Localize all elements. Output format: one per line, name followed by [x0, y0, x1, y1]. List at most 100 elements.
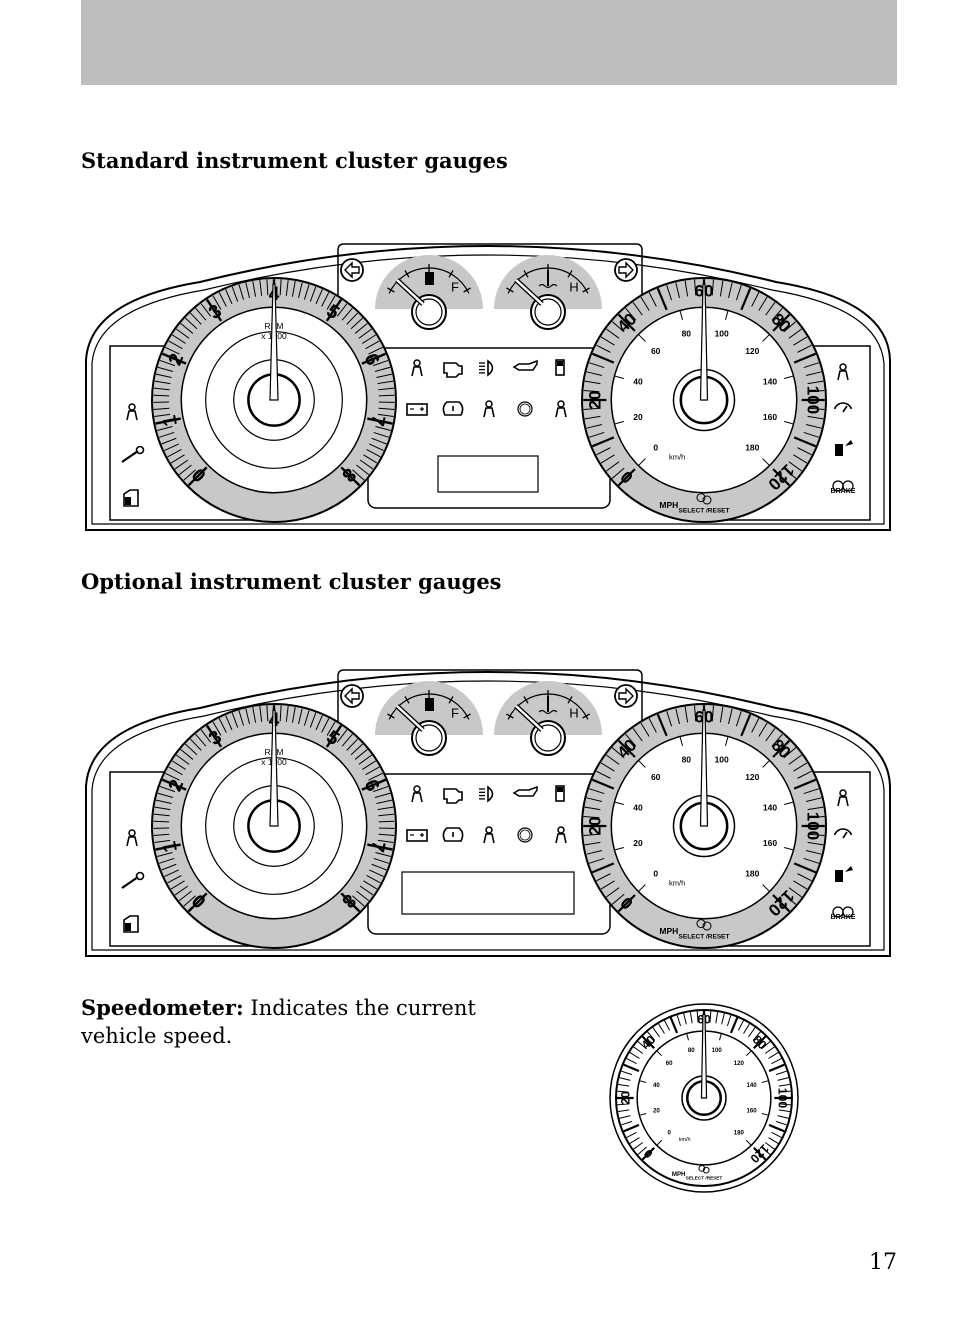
tick-mark	[189, 738, 202, 751]
tick-mark	[372, 785, 389, 793]
kmh-label: km/h	[669, 878, 685, 887]
select-reset-icon	[696, 493, 706, 503]
tick-mark	[638, 334, 646, 342]
tick-mark	[161, 352, 187, 365]
tick-mark	[771, 1131, 782, 1138]
tick-mark	[285, 705, 289, 722]
select-reset-icon-b	[702, 1166, 710, 1174]
oil-pressure-icon	[512, 359, 538, 371]
left-turn-signal-icon-arrow	[344, 687, 360, 705]
tick-mark	[375, 426, 391, 431]
tick-mark	[788, 754, 803, 765]
seatbelt-icon	[555, 826, 567, 844]
tick-mark	[350, 743, 364, 756]
tick-mark	[195, 307, 207, 321]
tick-mark	[745, 1139, 752, 1146]
tick-mark	[793, 336, 808, 346]
tick-mark	[231, 712, 239, 728]
kmh-tick-label: 60	[666, 1060, 673, 1067]
tick-mark	[350, 317, 364, 330]
kmh-tick-label: 180	[734, 1129, 745, 1136]
tick-mark	[719, 280, 724, 297]
tick-mark	[167, 875, 182, 884]
tick-mark	[378, 833, 395, 836]
tick-mark	[291, 281, 296, 297]
tick-mark	[775, 1120, 788, 1126]
tick-mark	[584, 380, 601, 385]
tick-mark	[772, 894, 791, 913]
tick-mark	[783, 467, 797, 479]
tick-mark	[356, 464, 370, 476]
mph-tick-label: 20	[618, 1091, 632, 1105]
tick-mark	[359, 885, 374, 896]
tick-mark	[656, 1139, 663, 1146]
tick-mark	[605, 887, 620, 898]
tick-mark	[588, 362, 605, 369]
tick-mark	[523, 696, 529, 704]
tick-mark	[761, 1041, 771, 1050]
tick-mark	[803, 362, 820, 369]
tick-mark	[291, 707, 296, 723]
tick-mark	[167, 449, 182, 458]
door-ajar-icon	[123, 915, 139, 933]
tick-mark	[637, 1041, 647, 1050]
wrench-icon	[121, 445, 145, 463]
tick-mark	[626, 1131, 637, 1138]
tick-mark	[808, 390, 825, 393]
tick-mark	[583, 816, 600, 819]
tick-mark	[367, 843, 393, 851]
tick-mark	[159, 785, 176, 793]
message-center-display	[401, 871, 575, 915]
tick-mark	[617, 1083, 630, 1087]
kmh-tick-label: 140	[763, 377, 777, 387]
tick-mark	[633, 1142, 644, 1150]
tick-mark	[266, 279, 269, 296]
tick-mark	[735, 284, 742, 301]
tick-mark	[155, 373, 172, 379]
kmh-tick-label: 80	[682, 328, 692, 338]
temp-gauge-hub-inner	[534, 724, 562, 752]
tick-mark	[583, 407, 600, 410]
tick-mark	[638, 884, 646, 892]
tick-mark	[158, 431, 175, 438]
tick-mark	[758, 296, 768, 311]
tick-mark	[611, 321, 625, 333]
tick-mark	[178, 890, 192, 902]
tick-mark	[375, 852, 391, 857]
tick-mark	[803, 788, 820, 795]
tick-mark	[218, 718, 227, 733]
tick-mark	[617, 1109, 630, 1113]
tick-mark	[709, 1011, 712, 1023]
heading-standard: Standard instrument cluster gauges	[81, 148, 508, 173]
tick-mark	[325, 298, 343, 322]
kmh-tick-label: 140	[746, 1082, 757, 1089]
tick-mark	[588, 431, 605, 438]
door-ajar-icon	[123, 489, 139, 507]
tick-mark	[669, 1017, 679, 1034]
tach-tick-label: 7	[366, 839, 389, 853]
tick-mark	[751, 292, 760, 307]
tick-mark	[252, 281, 257, 297]
tick-mark	[784, 375, 794, 380]
tick-mark	[658, 1023, 665, 1034]
kmh-tick-label: 100	[715, 328, 729, 338]
tick-mark	[153, 820, 170, 823]
tick-mark	[404, 696, 410, 704]
battery-icon	[406, 403, 428, 416]
tick-mark	[336, 729, 348, 743]
tick-mark	[367, 417, 393, 425]
tick-mark	[679, 736, 684, 746]
select-reset-icon-b	[702, 495, 712, 505]
tick-mark	[582, 287, 590, 293]
tick-mark	[200, 303, 212, 317]
tick-mark	[378, 813, 395, 817]
temp-gauge-hub-inner	[534, 298, 562, 326]
tick-mark	[596, 873, 611, 882]
tick-mark	[362, 760, 376, 770]
temp-gauge-needle-fill	[515, 279, 543, 305]
tick-mark	[620, 1120, 633, 1126]
tick-mark	[326, 295, 336, 310]
tick-mark	[765, 301, 776, 316]
tick-mark	[632, 301, 643, 316]
tick-mark	[805, 850, 822, 855]
